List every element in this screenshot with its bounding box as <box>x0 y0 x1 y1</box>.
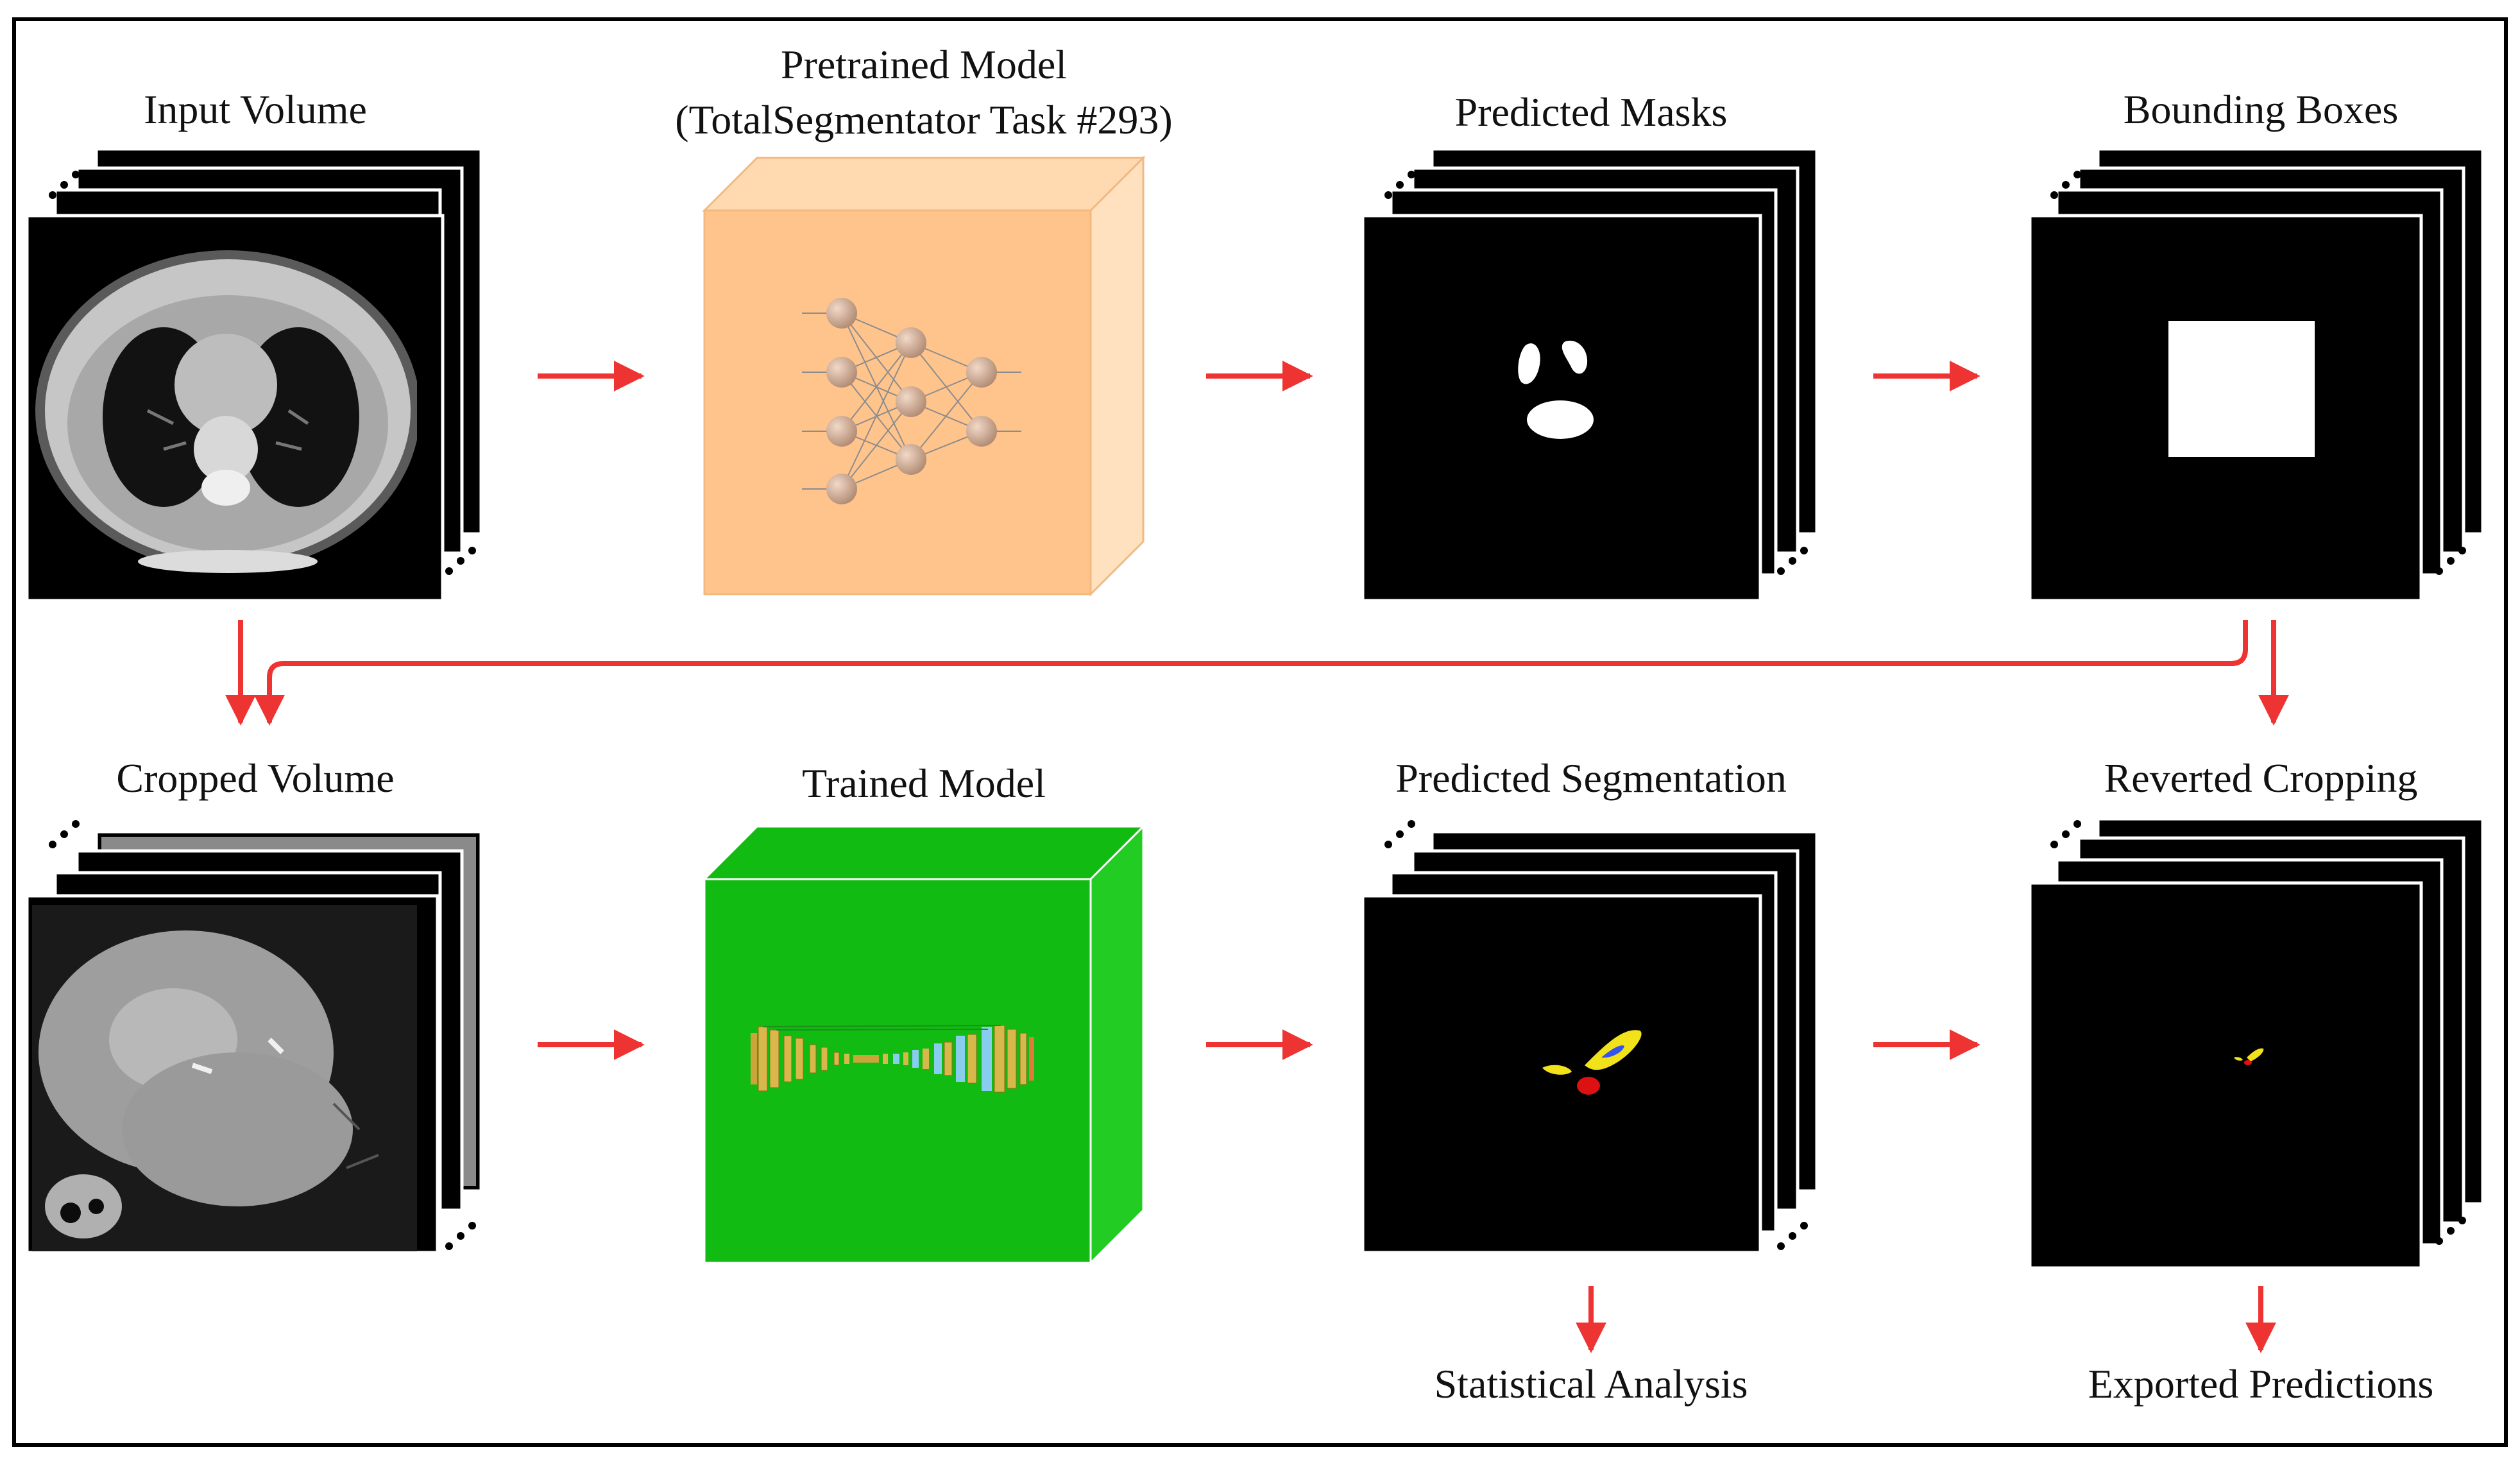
label-bounding-boxes: Bounding Boxes <box>2124 87 2398 132</box>
input-volume-stack <box>25 147 483 603</box>
predicted-masks-stack <box>1361 147 1819 603</box>
segmentation-regions <box>1542 1030 1642 1095</box>
label-pretrained-task: (TotalSegmentator Task #293) <box>675 97 1172 142</box>
cropped-volume-stack <box>25 820 483 1255</box>
ct-cropped-slice <box>32 905 417 1251</box>
reverted-cropping-stack <box>2028 817 2485 1270</box>
pretrained-model-cube <box>702 155 1146 597</box>
ct-axial-slice <box>35 250 417 573</box>
ellipsis-dots-icon <box>49 171 476 575</box>
label-cropped-volume: Cropped Volume <box>116 755 394 801</box>
label-statistical-analysis: Statistical Analysis <box>1435 1361 1748 1407</box>
label-input-volume: Input Volume <box>144 87 367 132</box>
label-trained-model: Trained Model <box>802 760 1046 806</box>
label-pretrained-model: Pretrained Model <box>781 42 1067 87</box>
trained-model-cube <box>702 824 1146 1265</box>
label-reverted-cropping: Reverted Cropping <box>2104 755 2418 801</box>
predicted-segmentation-stack <box>1361 820 1819 1255</box>
arrow-boxes-to-cropped <box>254 620 2248 726</box>
label-predicted-masks: Predicted Masks <box>1455 89 1728 135</box>
bounding-boxes-stack <box>2028 147 2485 603</box>
label-predicted-segmentation: Predicted Segmentation <box>1395 755 1787 801</box>
mask-blobs <box>1518 340 1594 439</box>
label-exported-predictions: Exported Predictions <box>2088 1361 2434 1407</box>
reverted-segmentation-regions <box>2234 1048 2264 1065</box>
neural-network-icon <box>802 298 1021 504</box>
bounding-box-square <box>2168 321 2315 457</box>
unet-architecture-icon <box>751 1025 1034 1093</box>
